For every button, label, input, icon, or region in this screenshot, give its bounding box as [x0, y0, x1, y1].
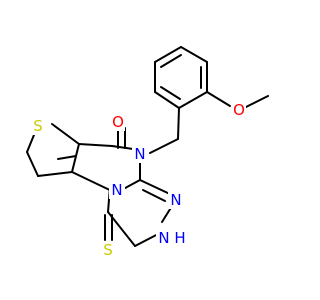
label-background	[31, 117, 45, 135]
thiophene-sulfur-label: S	[33, 117, 43, 135]
n4-nitrogen-label: N	[134, 145, 145, 163]
bond	[78, 143, 113, 147]
bond	[178, 91, 208, 109]
label-background	[111, 113, 125, 131]
bond	[26, 151, 39, 177]
bridgehead-nitrogen-label: N	[111, 181, 122, 199]
carbonyl-oxygen-label: O	[112, 113, 124, 131]
bond	[149, 138, 179, 154]
bond	[142, 189, 166, 202]
nh-nitrogen-label: N	[158, 229, 169, 247]
label-background	[168, 191, 184, 209]
bond	[37, 171, 73, 177]
bond	[180, 46, 208, 63]
label-background	[232, 101, 246, 119]
molecule-structure: O S N N N N H S O	[26, 46, 269, 259]
bond	[71, 171, 117, 194]
bond	[71, 143, 80, 173]
bond	[154, 91, 180, 109]
label-background	[132, 145, 148, 163]
triazole-nitrogen-label: N	[170, 191, 181, 209]
atom-labels: O S N N N N H S O	[31, 101, 246, 259]
bond	[160, 86, 181, 100]
label-background	[109, 181, 125, 199]
bonds	[26, 46, 269, 247]
label-background	[156, 229, 172, 247]
methoxy-oxygen-label: O	[233, 101, 245, 119]
thione-sulfur-label: S	[103, 241, 113, 259]
bond	[154, 46, 182, 63]
bond	[139, 179, 173, 196]
bond	[51, 123, 80, 145]
bond	[160, 54, 182, 68]
bond	[245, 95, 269, 108]
bond	[206, 91, 231, 107]
nh-hydrogen-label: H	[174, 229, 185, 247]
bond	[177, 107, 180, 140]
label-background	[101, 241, 115, 259]
bond	[57, 155, 77, 160]
